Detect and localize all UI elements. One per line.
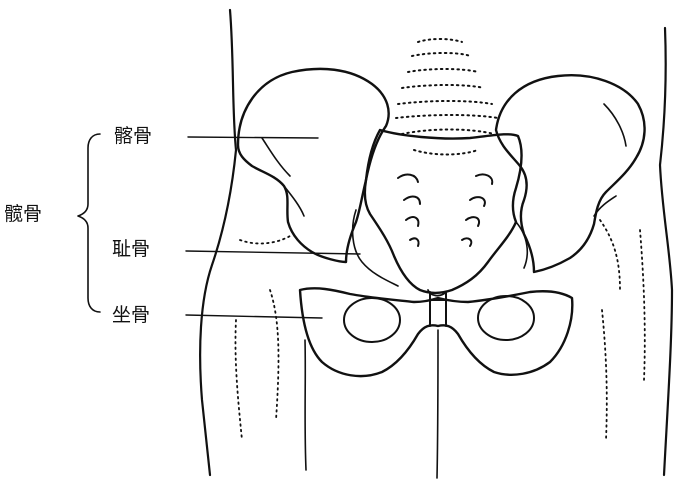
lower-pelvic-ring <box>300 288 572 376</box>
ilium-leader-line <box>188 137 318 138</box>
body-outline-right <box>660 28 672 475</box>
pelvic-brim <box>353 210 528 286</box>
sacral-foramina <box>398 174 492 246</box>
right-ilium <box>496 75 645 272</box>
pubis-leader-line <box>186 251 360 254</box>
body-outline-left <box>200 10 236 475</box>
left-ilium-crest-detail <box>262 138 304 216</box>
left-obturator-foramen <box>344 298 400 342</box>
left-ilium <box>238 69 389 262</box>
inner-thigh-left <box>305 340 306 470</box>
right-obturator-foramen <box>478 296 534 340</box>
hip-bone-bracket <box>78 134 100 312</box>
hip-bone-label: 髋骨 <box>4 205 42 224</box>
right-ilium-crest-detail <box>594 104 626 216</box>
ilium-label: 髂骨 <box>114 127 152 146</box>
leg-midline <box>437 330 438 478</box>
ischium-label: 坐骨 <box>112 306 150 325</box>
pubis-label: 耻骨 <box>112 240 150 259</box>
